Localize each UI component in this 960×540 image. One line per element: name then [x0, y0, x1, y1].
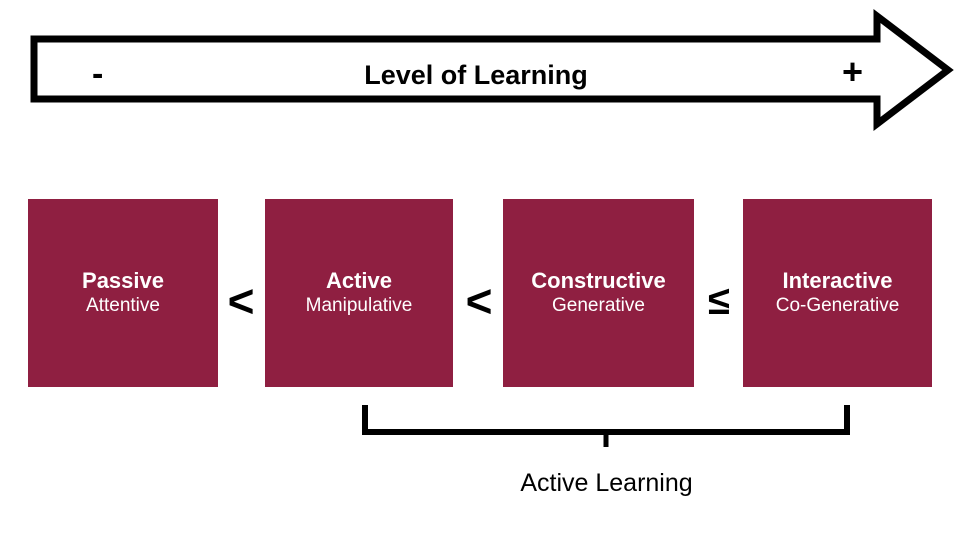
active-learning-bracket: [356, 398, 856, 454]
stage-subtitle: Manipulative: [305, 295, 413, 316]
stage-title: Active: [325, 268, 393, 293]
stage-separator-less-than-2: <: [465, 275, 493, 327]
stage-box-passive[interactable]: Passive Attentive: [28, 199, 218, 387]
stage-title: Passive: [82, 268, 164, 293]
arrow-polygon: [30, 8, 954, 132]
stage-title: Constructive: [531, 268, 666, 293]
stage-separator-less-than-1: <: [227, 275, 255, 327]
active-learning-label: Active Learning: [520, 469, 693, 497]
arrow-outline-shape: [30, 8, 954, 132]
arrow-plus-label: +: [842, 51, 864, 92]
bracket-horizontal-path: [362, 405, 850, 435]
stage-box-interactive[interactable]: Interactive Co-Generative: [743, 199, 932, 387]
stage-separator-less-than-or-equal: ≤: [708, 279, 730, 323]
arrow-title-label: Level of Learning: [364, 60, 588, 90]
stage-subtitle: Co-Generative: [775, 295, 900, 316]
stage-box-constructive[interactable]: Constructive Generative: [503, 199, 694, 387]
stage-subtitle: Attentive: [86, 295, 160, 316]
level-of-learning-arrow: Level of Learning - +: [30, 8, 955, 132]
arrow-minus-label: -: [92, 55, 104, 93]
stage-box-active[interactable]: Active Manipulative: [265, 199, 453, 387]
bracket-shape: [362, 405, 850, 447]
stage-title: Interactive: [782, 268, 893, 293]
stage-subtitle: Generative: [552, 295, 645, 316]
